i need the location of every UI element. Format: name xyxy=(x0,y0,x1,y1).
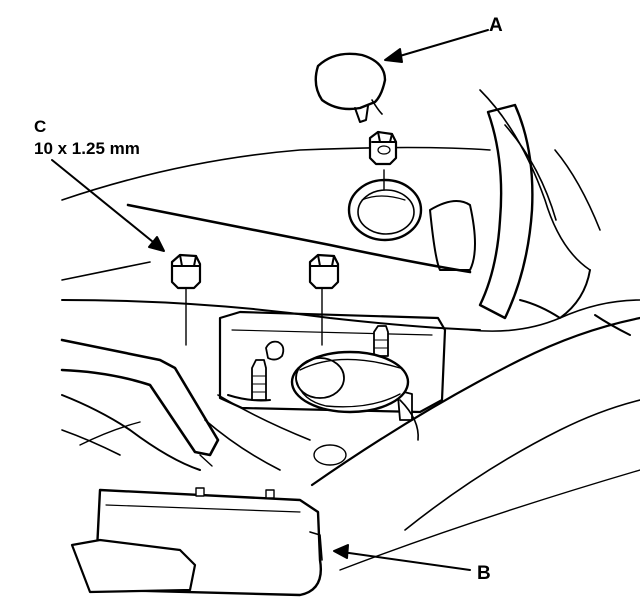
cap-a xyxy=(314,52,387,123)
nut-left xyxy=(170,253,202,346)
callout-c-spec: 10 x 1.25 mm xyxy=(34,139,140,158)
strut-top xyxy=(290,350,410,414)
nut-center xyxy=(308,253,340,346)
nut-top xyxy=(368,130,398,191)
strut-brace xyxy=(429,103,631,336)
callout-a-label: A xyxy=(489,15,503,36)
callout-b-label: B xyxy=(477,563,491,584)
body-panel-lines xyxy=(61,89,601,281)
callout-c-label: C xyxy=(34,117,47,136)
leader-lines xyxy=(51,29,489,571)
strut-tower-hole xyxy=(347,178,423,242)
cover-b xyxy=(70,487,323,597)
studs xyxy=(251,325,413,421)
lower-frame xyxy=(60,338,419,471)
